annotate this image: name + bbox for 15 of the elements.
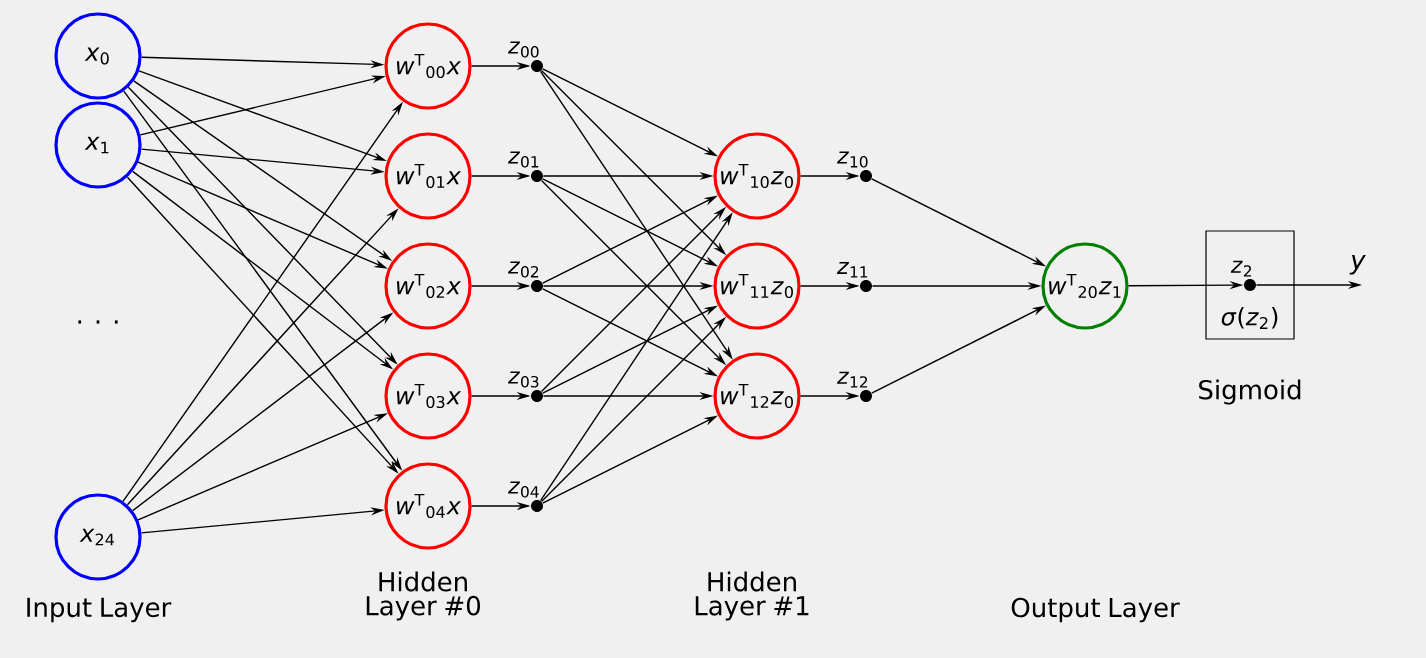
layer-label: Hidden Layer #0 [366, 571, 480, 621]
dot-label: z$_{10}$ [837, 151, 868, 168]
box-caption: Sigmoid [1199, 379, 1301, 405]
dot-label: z$_{00}$ [508, 41, 539, 58]
layer-label: . . . [78, 320, 118, 324]
dot-label: z$_{04}$ [508, 481, 539, 498]
dot-label: z$_{2}$ [1230, 260, 1252, 277]
dot-label: z$_{11}$ [837, 261, 868, 278]
layer-label: Output Layer [1011, 597, 1180, 623]
dot-label: z$_{02}$ [508, 261, 539, 278]
dot-label: z$_{01}$ [508, 151, 539, 168]
edge-label: y [1349, 255, 1366, 275]
dot-label: z$_{03}$ [508, 371, 539, 388]
dot-label: z$_{12}$ [837, 371, 868, 388]
layer-label: Hidden Layer #1 [695, 571, 809, 621]
